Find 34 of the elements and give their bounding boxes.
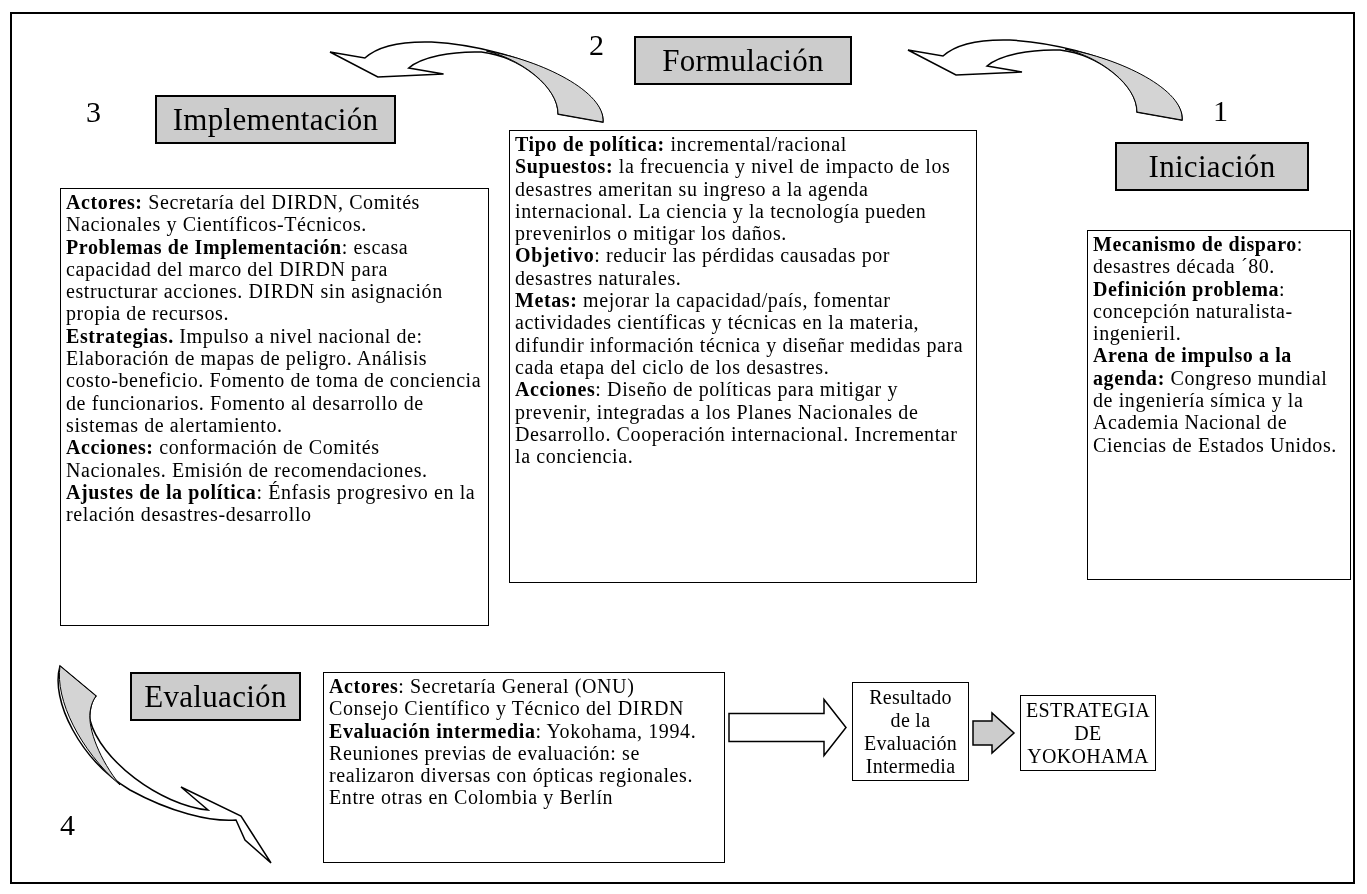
step-number: 4 xyxy=(60,810,75,840)
step-number: 3 xyxy=(86,97,101,127)
phase-title: Implementación xyxy=(155,95,396,144)
box-text: ESTRATEGIA DE YOKOHAMA xyxy=(1025,698,1151,768)
description-text: Tipo de política: incremental/racional xyxy=(515,133,848,156)
description-text: Arena de impulso a la agenda: Congreso mundial de ingeniería símica y la Academia Nacional de Ciencias de Estados Unidos. xyxy=(1093,344,1338,456)
description-text: Mecanismo de disparo: desastres década ´80. xyxy=(1093,233,1305,278)
description-text: Estrategias. Impulso a nivel nacional de: Elaboración de mapas de peligro. Análisis costo-beneficio. Fomento de toma de conciencia de funcionarios. Fomento al desarrollo de sistemas de alertamiento. xyxy=(66,324,483,437)
description-text: Objetivo: reducir las pérdidas causadas por desastres naturales. xyxy=(515,244,892,290)
phase-title: Evaluación xyxy=(130,672,301,721)
description-text: Consejo Científico y Técnico del DIRDN xyxy=(329,697,686,720)
description-text: Problemas de Implementación: escasa capacidad del marco del DIRDN para estructurar acciones. DIRDN sin asignación propia de recursos. xyxy=(66,235,444,325)
description-text: Evaluación intermedia: Yokohama, 1994. xyxy=(329,719,698,742)
description-text: Acciones: conformación de Comités Nacionales. Emisión de recomendaciones. xyxy=(66,436,429,481)
description-box xyxy=(60,188,489,626)
result-box xyxy=(852,682,969,781)
step-number: 1 xyxy=(1213,96,1228,126)
description-box xyxy=(1087,230,1351,580)
description-text: Reuniones previas de evaluación: se realizaron diversas con ópticas regionales. Entre otras en Colombia y Berlín xyxy=(329,741,694,809)
block-arrow xyxy=(728,697,847,758)
box-text: Resultado de la Evaluación Intermedia xyxy=(863,685,958,778)
block-arrow xyxy=(972,711,1016,755)
phase-title: Iniciación xyxy=(1115,142,1309,191)
phase-title: Formulación xyxy=(634,36,852,85)
description-text: Actores: Secretaría del DIRDN, Comités Nacionales y Científicos-Técnicos. xyxy=(66,191,421,236)
description-text: Acciones: Diseño de políticas para mitigar y prevenir, integradas a los Planes Nacionales de Desarrollo. Cooperación internacional. Incrementar la conciencia. xyxy=(515,378,959,468)
description-text: Ajustes de la política: Énfasis progresivo en la relación desastres-desarrollo xyxy=(66,480,477,526)
description-text: Supuestos: la frecuencia y nivel de impacto de los desastres ameritan su ingreso a la agenda internacional. La ciencia y la tecnología pueden prevenirlos o mitigar los daños. xyxy=(515,155,952,245)
step-number: 2 xyxy=(589,30,604,60)
description-box xyxy=(509,130,977,583)
description-box xyxy=(323,672,725,863)
description-text: Definición problema: concepción naturalista-ingenieril. xyxy=(1093,277,1294,345)
description-text: Metas: mejorar la capacidad/país, fomentar actividades científicas y técnicas en la materia, difundir información técnica y diseñar medidas para cada etapa del ciclo de los desastres. xyxy=(515,289,965,379)
description-text: Actores: Secretaría General (ONU) xyxy=(329,675,636,698)
